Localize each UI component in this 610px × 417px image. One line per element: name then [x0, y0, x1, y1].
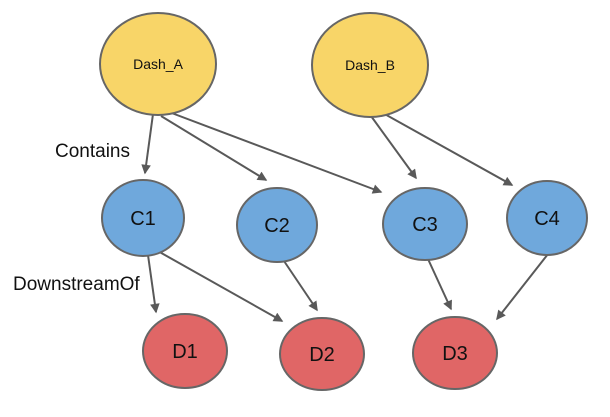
- edge-c1-d1: [147, 254, 160, 314]
- node-c2: C2: [236, 187, 318, 263]
- node-d2-label: D2: [309, 344, 335, 366]
- edge-c2-d2: [283, 260, 318, 312]
- node-d3-label: D3: [442, 343, 468, 365]
- edge-label-contains: Contains: [55, 141, 130, 162]
- node-c3-label: C3: [412, 214, 438, 236]
- node-c1: C1: [101, 179, 185, 257]
- node-d2: D2: [279, 317, 365, 391]
- edge-dash-a-c2: [160, 115, 268, 181]
- node-c3-shape: [382, 187, 468, 261]
- node-dash-b-label: Dash_B: [345, 57, 395, 73]
- node-dash-b-shape: [311, 12, 429, 118]
- edge-dash-b-c3: [370, 115, 417, 180]
- node-c2-shape: [236, 187, 318, 263]
- edge-dash-b-c4: [380, 111, 514, 186]
- node-dash-a-label: Dash_A: [133, 56, 183, 72]
- node-d1-label: D1: [172, 341, 198, 363]
- node-c2-label: C2: [264, 215, 290, 237]
- edge-c1-d2: [155, 249, 284, 322]
- node-d3-shape: [412, 316, 498, 390]
- node-d2-shape: [279, 317, 365, 391]
- node-c4-label: C4: [534, 208, 560, 230]
- edge-label-downstreamof: DownstreamOf: [13, 274, 140, 295]
- node-d3: D3: [412, 316, 498, 390]
- edge-dash-a-c3: [168, 111, 383, 194]
- node-c1-label: C1: [130, 208, 156, 230]
- node-d1-shape: [142, 313, 228, 389]
- node-c4: C4: [506, 180, 588, 256]
- edge-c4-d3: [496, 253, 549, 321]
- edge-dash-a-c1: [141, 113, 154, 175]
- node-dash-a: Dash_A: [99, 12, 217, 116]
- edge-c3-d3: [427, 258, 452, 311]
- node-d1: D1: [142, 313, 228, 389]
- node-dash-a-shape: [99, 12, 217, 116]
- node-c3: C3: [382, 187, 468, 261]
- node-c4-shape: [506, 180, 588, 256]
- node-c1-shape: [101, 179, 185, 257]
- edges-contains: [141, 111, 514, 194]
- node-dash-b: Dash_B: [311, 12, 429, 118]
- edges-downstreamof: [147, 249, 549, 322]
